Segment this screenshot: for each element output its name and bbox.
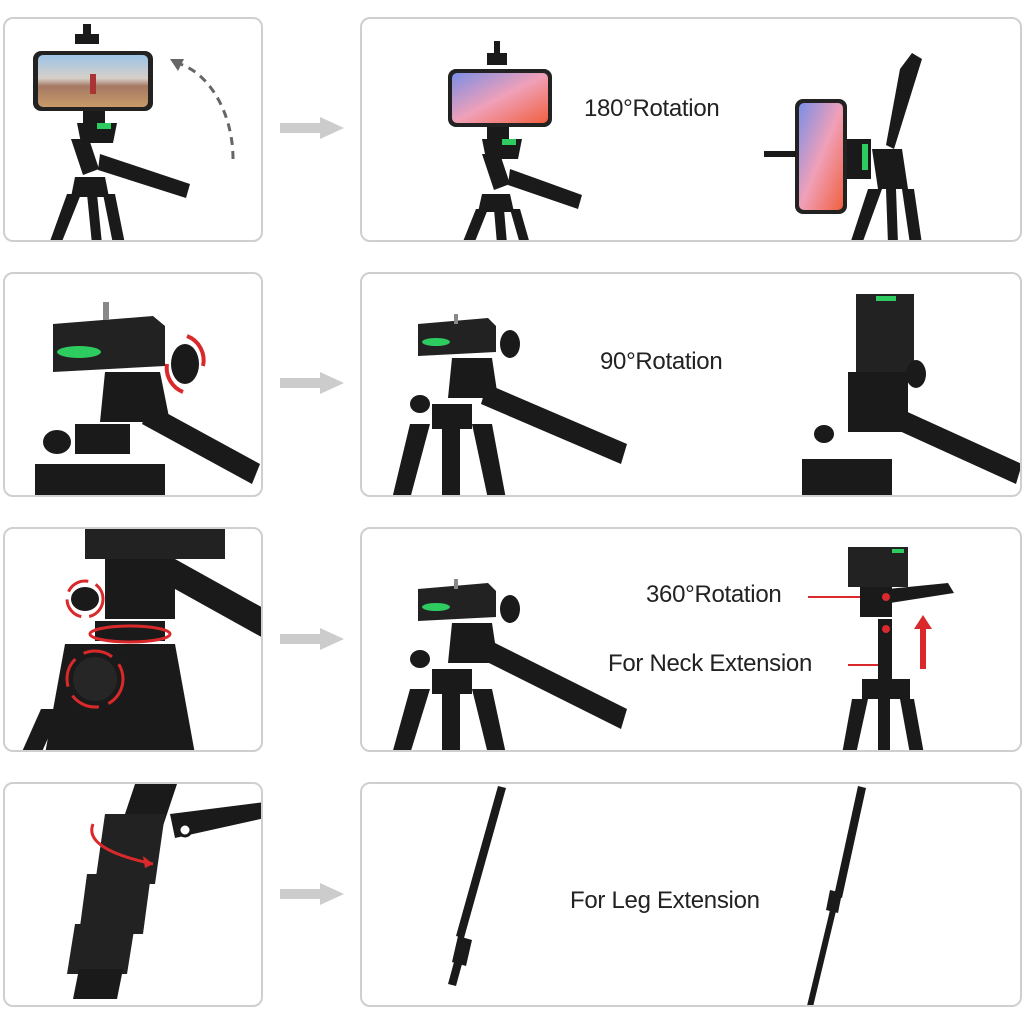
row3-left-panel (3, 527, 263, 752)
tripod-phone-portrait-illustration (764, 53, 922, 240)
row4-left-panel (3, 782, 263, 1007)
right-arrow-icon (280, 117, 344, 139)
row1-left-panel (3, 17, 263, 242)
row4-right-panel: For Leg Extension (360, 782, 1022, 1007)
right-arrow-icon (280, 372, 344, 394)
row1-right-panel: 180°Rotation (360, 17, 1022, 242)
tripod-phone-landscape-illustration (33, 24, 235, 240)
row3-right-panel: 360°Rotation For Neck Extension (360, 527, 1022, 752)
right-arrow-icon (280, 628, 344, 650)
tripod-neck-extended-illustration (808, 547, 954, 750)
right-arrow-icon (280, 883, 344, 905)
row2-right-panel: 90°Rotation (360, 272, 1022, 497)
leg-lock-twist-illustration (67, 784, 261, 999)
tripod-phone-landscape-illustration (448, 41, 582, 240)
tripod-head-level-illustration (392, 314, 627, 495)
pan-and-neck-knob-illustration (22, 529, 261, 750)
rotation-90-label: 90°Rotation (600, 348, 723, 375)
leg-single-illustration (448, 786, 506, 986)
rotation-180-label: 180°Rotation (584, 95, 720, 122)
leg-extension-label: For Leg Extension (570, 887, 760, 914)
rotation-360-label: 360°Rotation (646, 581, 782, 608)
row2-left-panel (3, 272, 263, 497)
neck-extension-label: For Neck Extension (608, 650, 813, 677)
tripod-head-knob-rotation-illustration (35, 302, 260, 495)
tripod-head-tilted-illustration (802, 294, 1020, 495)
tripod-head-standard-illustration (393, 579, 627, 750)
leg-extended-illustration (807, 786, 866, 1005)
